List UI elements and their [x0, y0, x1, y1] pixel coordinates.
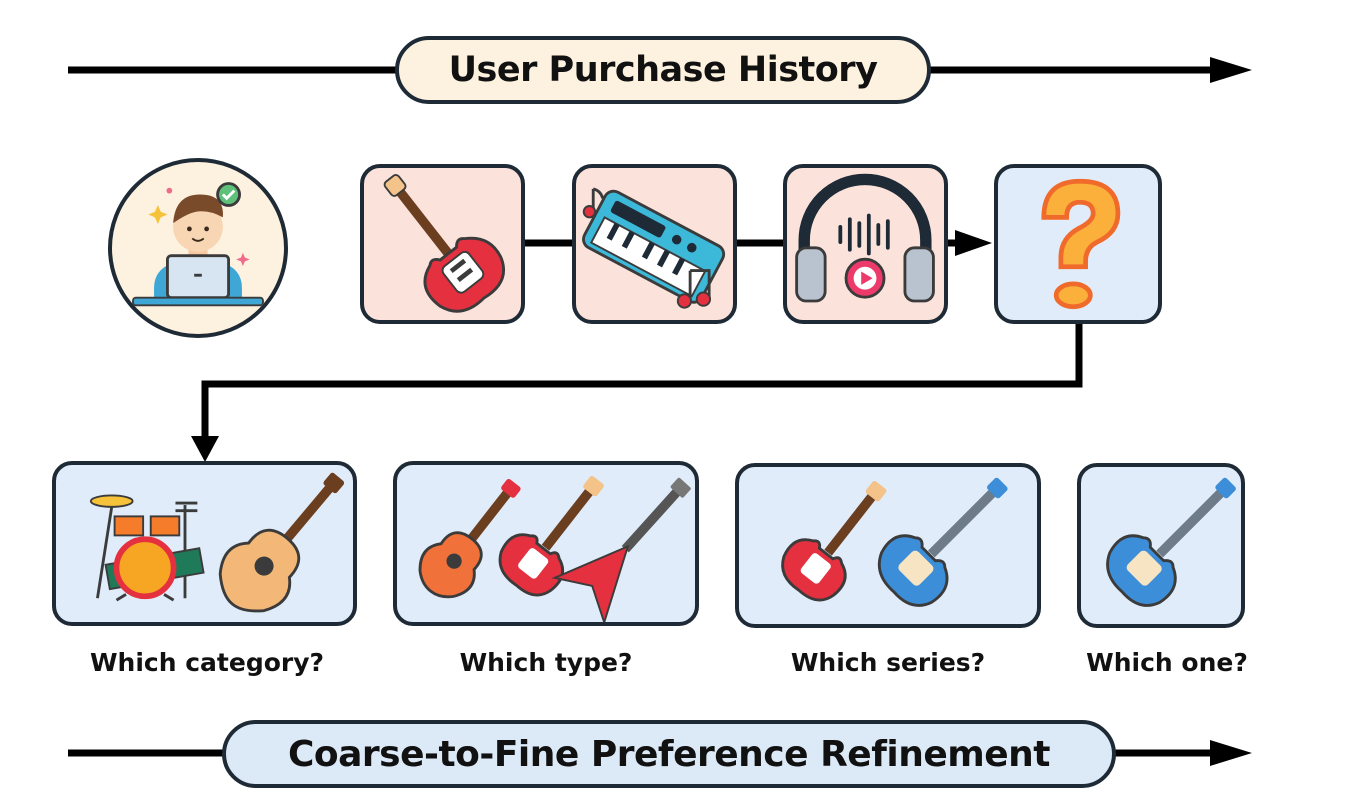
timeline-bottom-arrowhead — [1210, 740, 1252, 766]
purchase-history-title: User Purchase History — [395, 36, 931, 104]
history-item-next-unknown — [994, 164, 1162, 324]
caption-category: Which category? — [89, 648, 325, 677]
drum-kit-and-acoustic-guitar-icon — [89, 472, 345, 613]
selected-guitar-icon — [1106, 477, 1236, 607]
elbow-arrowhead — [191, 436, 219, 462]
refine-step-one — [1077, 463, 1245, 628]
caption-one: Which one? — [1086, 648, 1248, 677]
user-at-laptop-icon — [132, 182, 264, 307]
user-avatar — [108, 158, 288, 338]
history-item-electric-guitar — [360, 164, 525, 324]
keyboard-synth-icon — [582, 187, 726, 309]
refine-step-series — [735, 463, 1041, 628]
refine-step-type — [393, 461, 699, 626]
history-arrowhead — [955, 230, 992, 256]
electric-guitar-icon — [383, 174, 506, 313]
history-item-keyboard — [572, 164, 737, 324]
refinement-title: Coarse-to-Fine Preference Refinement — [222, 720, 1116, 788]
guitar-series-icon — [781, 477, 1008, 607]
timeline-top-arrowhead — [1210, 57, 1252, 83]
history-item-headphones — [783, 164, 948, 324]
caption-series: Which series? — [790, 648, 986, 677]
question-mark-icon — [1041, 178, 1121, 310]
guitar-types-icon — [418, 476, 691, 622]
elbow-connector — [201, 322, 1083, 440]
refine-step-category — [52, 461, 357, 626]
caption-type: Which type? — [459, 648, 633, 677]
headphones-icon — [795, 173, 935, 303]
